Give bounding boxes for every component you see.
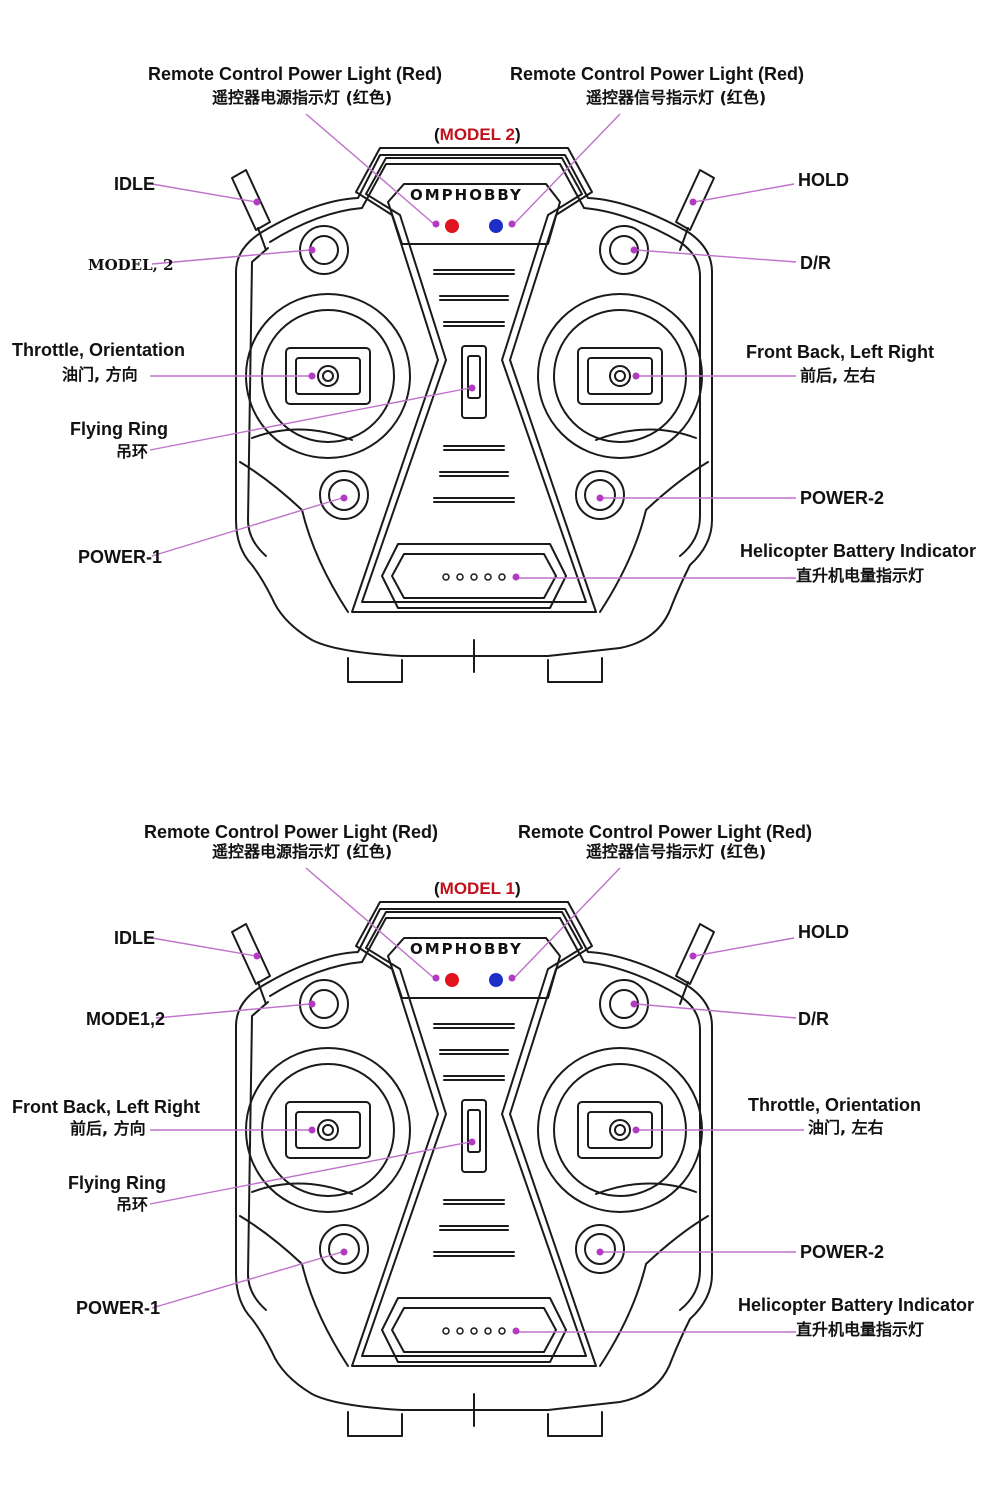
leds-bottom xyxy=(442,973,506,1335)
power-light-left-label: Remote Control Power Light (Red) xyxy=(148,64,442,84)
battery-dots-icon xyxy=(442,1327,506,1335)
controller-top xyxy=(231,147,715,683)
model-label: (MODEL 1) xyxy=(434,879,521,898)
left-stick-label: Throttle, Orientation xyxy=(12,340,185,360)
blue-led-icon xyxy=(489,973,503,987)
model-label: (MODEL 2) xyxy=(434,125,521,144)
power-light-right-label-zh: 遥控器信号指示灯 (红色) xyxy=(586,842,767,861)
mode-switch-label: MODEL, 2 xyxy=(88,256,174,274)
flying-ring-label-zh: 吊环 xyxy=(116,442,149,461)
right-stick-label: Front Back, Left Right xyxy=(746,342,934,362)
power-light-right-label: Remote Control Power Light (Red) xyxy=(518,822,812,842)
battery-indicator-label: Helicopter Battery Indicator xyxy=(740,541,977,561)
leds-top xyxy=(442,219,506,581)
right-stick-label-zh: 油门, 左右 xyxy=(808,1118,884,1137)
dr-label: D/R xyxy=(800,253,831,273)
model-name: MODEL 2 xyxy=(439,125,515,144)
brand-logo: OMPHOBBY xyxy=(410,186,523,204)
red-led-icon xyxy=(445,973,459,987)
power1-label: POWER-1 xyxy=(78,547,163,567)
controller-bottom xyxy=(231,901,715,1437)
left-stick-label: Front Back, Left Right xyxy=(12,1097,200,1117)
battery-dots-icon xyxy=(442,573,506,581)
red-led-icon xyxy=(445,219,459,233)
flying-ring-label-zh: 吊环 xyxy=(116,1195,149,1214)
dr-label: D/R xyxy=(798,1009,829,1029)
left-stick-label-zh: 前后, 方向 xyxy=(70,1119,146,1138)
right-stick-label-zh: 前后, 左右 xyxy=(800,366,876,385)
blue-led-icon xyxy=(489,219,503,233)
hold-label: HOLD xyxy=(798,170,849,190)
power1-label: POWER-1 xyxy=(76,1298,161,1318)
callouts-bottom xyxy=(149,867,804,1335)
model-name: MODEL 1 xyxy=(439,879,515,898)
right-stick-label: Throttle, Orientation xyxy=(748,1095,921,1115)
flying-ring-label: Flying Ring xyxy=(70,419,168,439)
brand-logo: OMPHOBBY xyxy=(410,940,523,958)
callouts-top xyxy=(149,113,797,581)
power-light-right-label-zh: 遥控器信号指示灯 (红色) xyxy=(586,88,767,107)
left-stick-label-zh: 油门, 方向 xyxy=(62,365,138,384)
battery-indicator-label-zh: 直升机电量指示灯 xyxy=(796,566,925,585)
battery-indicator-label-zh: 直升机电量指示灯 xyxy=(796,1320,925,1339)
idle-label: IDLE xyxy=(114,174,156,194)
power-light-right-label: Remote Control Power Light (Red) xyxy=(510,64,804,84)
mode-switch-label: MODE1,2 xyxy=(86,1009,166,1029)
battery-indicator-label: Helicopter Battery Indicator xyxy=(738,1295,975,1315)
idle-label: IDLE xyxy=(114,928,156,948)
power-light-left-label-zh: 遥控器电源指示灯 (红色) xyxy=(212,842,393,861)
power-light-left-label-zh: 遥控器电源指示灯 (红色) xyxy=(212,88,393,107)
power2-label: POWER-2 xyxy=(800,488,885,508)
power2-label: POWER-2 xyxy=(800,1242,885,1262)
power-light-left-label: Remote Control Power Light (Red) xyxy=(144,822,438,842)
flying-ring-label: Flying Ring xyxy=(68,1173,166,1193)
hold-label: HOLD xyxy=(798,922,849,942)
